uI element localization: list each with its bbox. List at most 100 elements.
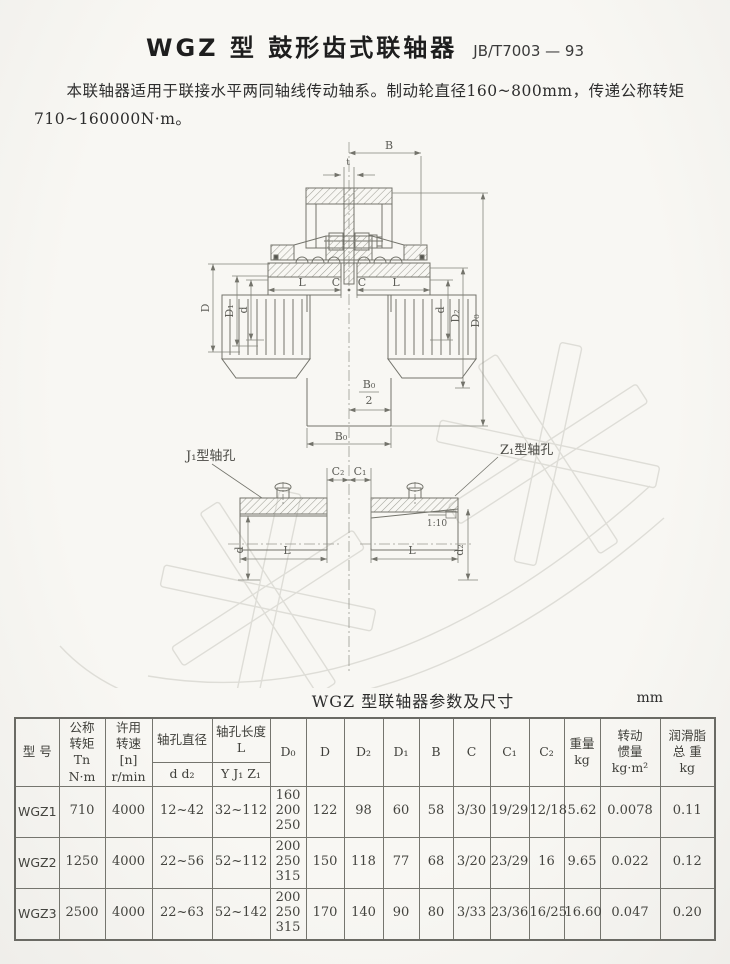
col-header-bore-dia: 轴孔直径	[151, 717, 213, 763]
title-bar: WGZ 型 鼓形齿式联轴器 JB/T7003 — 93	[0, 0, 730, 63]
cell-d2: 140	[343, 887, 384, 941]
coupling-drawing-svg: B t L C C L B₀ 2 B₀ D D₁ d d D₂ D₀	[59, 139, 665, 688]
cell-c: 3/33	[452, 887, 491, 941]
dim-t: t	[346, 158, 350, 168]
cell-bore-len: 32~112	[211, 785, 271, 838]
dim-B: B	[385, 139, 393, 152]
cell-bore-dia: 22~56	[151, 836, 213, 889]
table-row: WGZ1 710 4000 12~42 32~112 160 200 250 1…	[14, 785, 716, 838]
cell-bore-len: 52~142	[211, 887, 271, 941]
cell-d1: 90	[382, 887, 420, 941]
dim-d-right: d	[434, 306, 447, 313]
j1-hub-view	[228, 481, 340, 551]
col-header-bore-len-sub: Y J₁ Z₁	[211, 761, 271, 787]
cell-bore-len: 52~112	[211, 836, 271, 889]
table-unit: mm	[636, 689, 663, 706]
cell-grease: 0.11	[659, 785, 716, 838]
cell-bore-dia: 22~63	[151, 887, 213, 941]
intro-paragraph: 本联轴器适用于联接水平两同轴线传动轴系。制动轮直径160~800mm，传递公称转…	[34, 82, 685, 128]
cell-model: WGZ1	[14, 785, 60, 838]
dim-D2: D₂	[449, 309, 462, 322]
label-z1-hole: Z₁型轴孔	[500, 443, 553, 458]
cell-speed: 4000	[104, 887, 153, 941]
col-header-bore-len: 轴孔长度 L	[211, 717, 271, 763]
col-header-inertia: 转动 惯量 kg·m²	[599, 717, 661, 787]
cell-weight: 5.62	[563, 785, 601, 838]
cell-d1: 77	[382, 836, 420, 889]
col-header-bore-dia-sub: d d₂	[151, 761, 213, 787]
cell-d2: 98	[343, 785, 384, 838]
dim-L-z1: L	[408, 544, 416, 557]
col-header-c: C	[452, 717, 491, 787]
dim-d2: d₂	[453, 544, 466, 555]
cell-speed: 4000	[104, 785, 153, 838]
cell-model: WGZ2	[14, 836, 60, 889]
cell-d2: 118	[343, 836, 384, 889]
col-header-weight: 重量 kg	[563, 717, 601, 787]
cell-c1: 19/29	[489, 785, 530, 838]
table-body: WGZ1 710 4000 12~42 32~112 160 200 250 1…	[14, 785, 716, 941]
col-header-speed: 许用 转速 [n] r/min	[104, 717, 153, 787]
cell-c1: 23/36	[489, 887, 530, 941]
cell-b: 58	[418, 785, 454, 838]
hub-flange-right	[356, 262, 431, 278]
brake-drum	[306, 294, 392, 427]
technical-drawing: B t L C C L B₀ 2 B₀ D D₁ d d D₂ D₀	[0, 136, 730, 688]
brake-wheel	[305, 187, 393, 249]
watermark	[59, 341, 665, 688]
table-row: WGZ2 1250 4000 22~56 52~112 200 250 315 …	[14, 836, 716, 889]
dimension-labels-main: B t L C C L B₀ 2 B₀ D D₁ d d D₂ D₀	[199, 139, 482, 443]
cell-torque: 1250	[58, 836, 106, 889]
col-header-grease: 润滑脂 总 重 kg	[659, 717, 716, 787]
dim-L-left: L	[298, 276, 306, 289]
cell-grease: 0.12	[659, 836, 716, 889]
col-header-d: D	[305, 717, 345, 787]
col-header-d1: D₁	[382, 717, 420, 787]
cell-speed: 4000	[104, 836, 153, 889]
cell-inertia: 0.022	[599, 836, 661, 889]
label-j1-hole: J₁型轴孔	[184, 449, 235, 464]
hub-flange-left	[267, 262, 342, 278]
dim-C1: C₁	[354, 465, 367, 478]
cell-inertia: 0.0078	[599, 785, 661, 838]
cell-b: 80	[418, 887, 454, 941]
col-header-c2: C₂	[528, 717, 565, 787]
dim-B0-den: 2	[366, 394, 373, 407]
table-caption: WGZ 型联轴器参数及尺寸 mm	[15, 688, 715, 712]
cell-c: 3/20	[452, 836, 491, 889]
toothed-body-left	[221, 294, 311, 379]
dim-d-left: d	[237, 306, 250, 313]
cell-weight: 16.60	[563, 887, 602, 941]
cell-d0: 200 250 315	[269, 887, 307, 941]
cell-torque: 2500	[58, 887, 106, 941]
cell-c2: 12/18	[528, 785, 567, 838]
cell-d: 150	[305, 836, 345, 889]
dim-C2: C₂	[332, 465, 345, 478]
cell-inertia: 0.047	[599, 887, 661, 941]
dim-C-right: C	[358, 276, 366, 289]
detail-view-labels: J₁型轴孔 Z₁型轴孔 C₂ C₁ d L 1:10 d₂ L	[184, 443, 553, 557]
dim-taper: 1:10	[427, 519, 447, 529]
parameters-table: 型 号 公称 转矩 Tn N·m 许用 转速 [n] r/min 轴孔直径 轴孔…	[14, 716, 716, 941]
dimensions-detail	[238, 467, 478, 581]
dim-C-left: C	[332, 276, 340, 289]
dim-D: D	[199, 303, 212, 312]
dim-L-right: L	[392, 276, 400, 289]
page-title: WGZ 型 鼓形齿式联轴器	[145, 34, 458, 62]
dim-D0: D₀	[469, 314, 482, 328]
dimensions-main	[208, 150, 488, 448]
col-header-torque: 公称 转矩 Tn N·m	[58, 717, 106, 787]
col-header-model: 型 号	[14, 717, 60, 787]
cell-weight: 9.65	[563, 836, 601, 889]
cell-d: 170	[305, 887, 345, 941]
table-row: WGZ3 2500 4000 22~63 52~142 200 250 315 …	[14, 887, 716, 941]
col-header-b: B	[418, 717, 454, 787]
dim-D1: D₁	[223, 304, 236, 317]
dim-L-j1: L	[283, 544, 291, 557]
standard-number: JB/T7003 — 93	[473, 42, 585, 60]
cell-d0: 200 250 315	[269, 836, 307, 889]
cell-c1: 23/29	[489, 836, 530, 889]
col-header-d2: D₂	[343, 717, 384, 787]
dim-B0: B₀	[335, 430, 348, 443]
